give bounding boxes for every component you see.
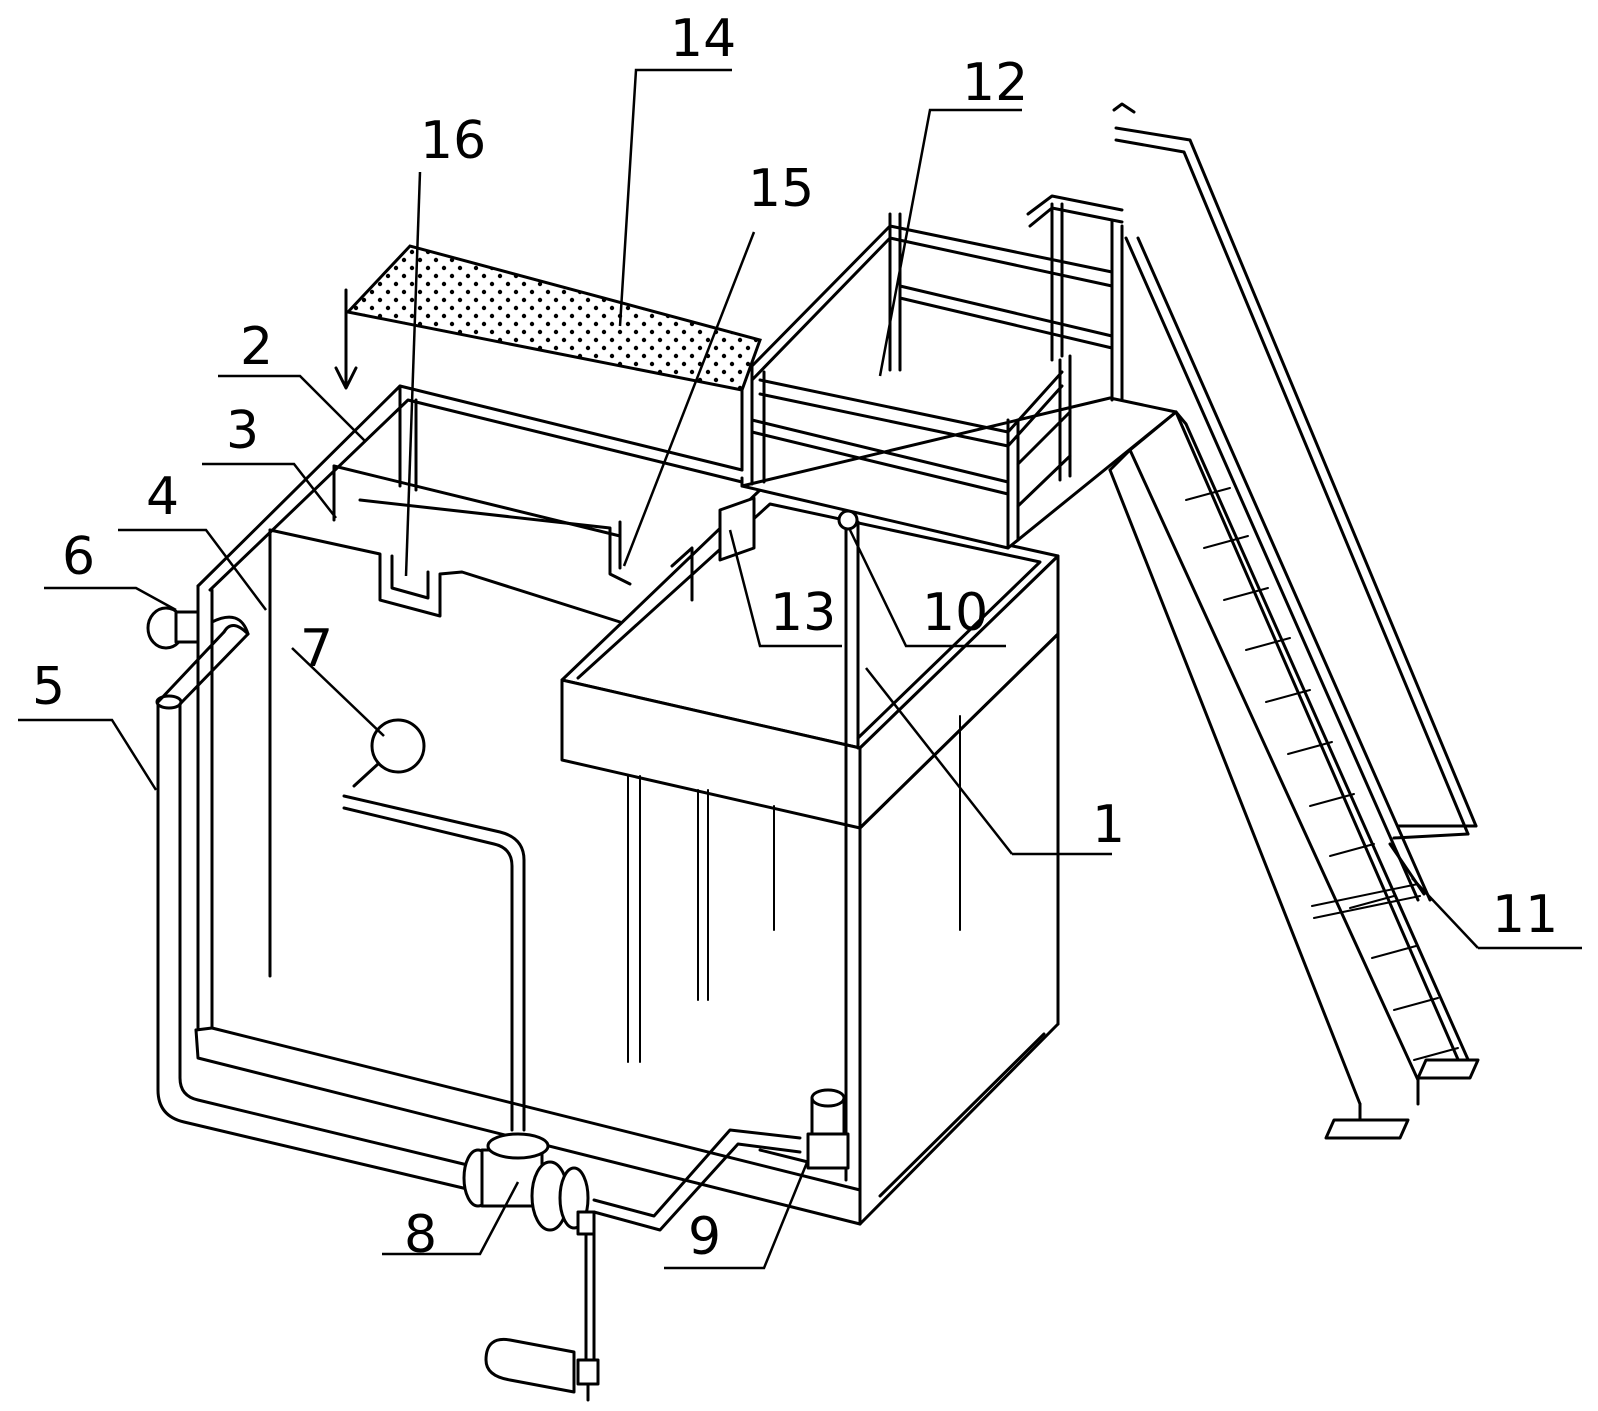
label-5: 5 bbox=[32, 657, 65, 717]
staircase bbox=[1108, 102, 1480, 1140]
gauge-7 bbox=[342, 718, 526, 1132]
label-8: 8 bbox=[404, 1205, 437, 1265]
valve-8 bbox=[462, 1132, 600, 1402]
label-14: 14 bbox=[670, 9, 736, 69]
label-1: 1 bbox=[1092, 795, 1125, 855]
label-12: 12 bbox=[962, 53, 1028, 113]
leader-lines bbox=[18, 68, 1582, 1270]
pump-9 bbox=[592, 1088, 850, 1232]
valve-6 bbox=[146, 606, 200, 650]
label-11: 11 bbox=[1492, 885, 1558, 945]
side-pipe bbox=[155, 615, 482, 1194]
label-10: 10 bbox=[922, 583, 988, 643]
label-16: 16 bbox=[420, 111, 486, 171]
label-6: 6 bbox=[62, 527, 95, 587]
label-2: 2 bbox=[240, 317, 273, 377]
insertion-arrow bbox=[334, 288, 358, 390]
perforated-cover-plate bbox=[345, 244, 762, 472]
label-7: 7 bbox=[300, 619, 333, 679]
label-9: 9 bbox=[688, 1207, 721, 1267]
label-3: 3 bbox=[226, 401, 259, 461]
label-15: 15 bbox=[748, 159, 814, 219]
main-tank bbox=[194, 384, 1060, 1226]
reference-labels: 1 2 3 4 5 6 7 8 9 10 11 12 13 14 15 16 bbox=[32, 9, 1558, 1267]
platform bbox=[740, 194, 1178, 550]
label-4: 4 bbox=[146, 467, 179, 527]
label-13: 13 bbox=[770, 583, 836, 643]
